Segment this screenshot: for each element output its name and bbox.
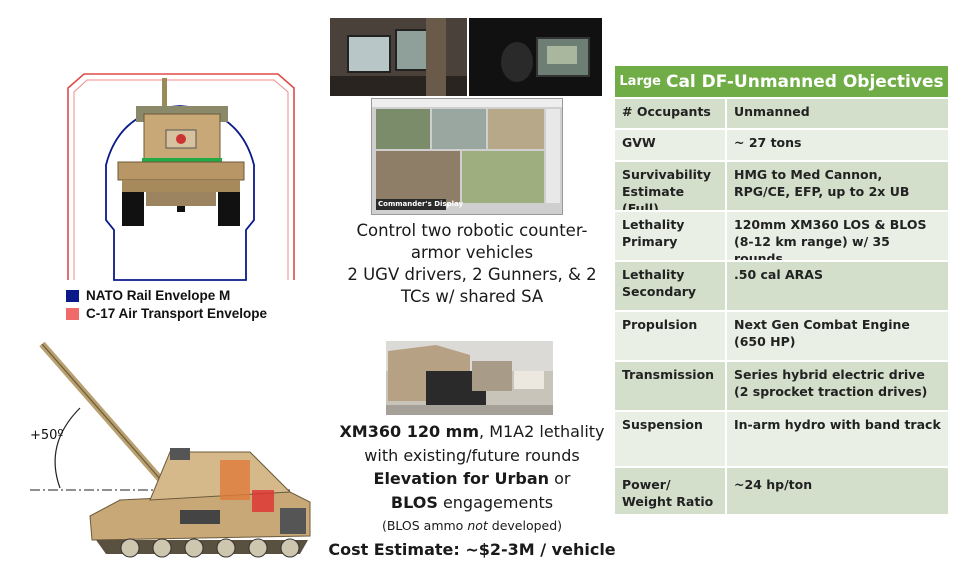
elevation-angle-label: +50º — [30, 428, 64, 443]
lethality-description: XM360 120 mm, M1A2 lethality with existi… — [322, 420, 622, 561]
legend-item-c17: C-17 Air Transport Envelope — [66, 306, 267, 321]
elevation-rest: or — [549, 469, 571, 488]
blos-bold: BLOS — [390, 492, 438, 512]
table-row: Propulsion Next Gen Combat Engine (650 H… — [615, 310, 948, 360]
row-label: # Occupants — [615, 97, 727, 128]
row-label: GVW — [615, 128, 727, 160]
row-label: Suspension — [615, 410, 727, 466]
table-row: Lethality Secondary .50 cal ARAS — [615, 260, 948, 310]
gun-elevation-diagram — [30, 341, 311, 558]
c17-envelope-inner — [73, 79, 289, 280]
title-small: Large — [619, 74, 661, 89]
vehicle-side-view — [89, 448, 311, 558]
row-value: Series hybrid electric drive (2 sprocket… — [727, 360, 948, 410]
commanders-display-label: Commander's Display — [378, 200, 464, 208]
row-label: Power/ Weight Ratio — [615, 466, 727, 514]
control-line: Control two robotic counter- — [356, 221, 588, 240]
row-label: Propulsion — [615, 310, 727, 360]
table-row: Power/ Weight Ratio ~24 hp/ton — [615, 466, 948, 514]
xm-line-3: Elevation for Urban or — [322, 467, 622, 491]
objectives-table-title: Large Cal DF-Unmanned Objectives — [615, 66, 948, 97]
row-value: Next Gen Combat Engine (650 HP) — [727, 310, 948, 360]
c17-swatch — [66, 307, 79, 320]
row-label: Lethality Primary — [615, 210, 727, 260]
table-row: # Occupants Unmanned — [615, 97, 948, 128]
gun-name: XM360 120 mm — [339, 422, 480, 441]
vehicle-photo — [386, 341, 553, 415]
vehicle-front-view — [117, 78, 245, 226]
operator-photo — [469, 18, 602, 96]
elevation-arc — [54, 407, 81, 489]
note-pre: (BLOS ammo — [381, 518, 468, 533]
transport-envelope-diagram — [67, 73, 295, 281]
elevation-bold: Elevation for Urban — [373, 469, 550, 488]
row-value: ~24 hp/ton — [727, 466, 948, 514]
table-row: Transmission Series hybrid electric driv… — [615, 360, 948, 410]
legend-label: NATO Rail Envelope M — [86, 288, 231, 303]
note-em: not — [467, 518, 488, 533]
table-row: Suspension In-arm hydro with band track — [615, 410, 948, 466]
row-value: .50 cal ARAS — [727, 260, 948, 310]
nato-swatch — [66, 289, 79, 302]
row-value: Unmanned — [727, 97, 948, 128]
table-row: GVW ~ 27 tons — [615, 128, 948, 160]
row-value: HMG to Med Cannon, RPG/CE, EFP, up to 2x… — [727, 160, 948, 210]
table-row: Survivability Estimate (Full) HMG to Med… — [615, 160, 948, 216]
row-label: Transmission — [615, 360, 727, 410]
legend-item-nato: NATO Rail Envelope M — [66, 288, 230, 303]
xm-line-1: XM360 120 mm, M1A2 lethality — [322, 420, 622, 444]
commanders-display-screenshot: Commander's Display — [371, 98, 563, 215]
control-line: TCs w/ shared SA — [400, 287, 544, 306]
table-row: Lethality Primary 120mm XM360 LOS & BLOS… — [615, 210, 948, 266]
title-big: Cal DF-Unmanned Objectives — [665, 71, 944, 92]
c17-envelope-outline — [67, 73, 295, 280]
row-value: 120mm XM360 LOS & BLOS (8-12 km range) w… — [727, 210, 948, 266]
row-value: In-arm hydro with band track — [727, 410, 948, 466]
legend-label: C-17 Air Transport Envelope — [86, 306, 268, 321]
blos-ammo-note: (BLOS ammo not developed) — [322, 514, 622, 538]
control-line: armor vehicles — [410, 243, 534, 262]
row-label: Survivability Estimate (Full) — [615, 160, 727, 216]
gun-rest: , M1A2 lethality — [479, 422, 605, 441]
blos-rest: engagements — [437, 492, 554, 512]
control-line: 2 UGV drivers, 2 Gunners, & 2 — [347, 265, 597, 284]
row-label: Lethality Secondary — [615, 260, 727, 310]
xm-line-2: with existing/future rounds — [364, 445, 580, 465]
xm-line-4: BLOS engagements — [322, 491, 622, 515]
row-value: ~ 27 tons — [727, 128, 948, 160]
note-post: developed) — [487, 518, 563, 533]
crew-station-photo — [330, 18, 467, 96]
cost-estimate: Cost Estimate: ~$2-3M / vehicle — [328, 539, 616, 559]
robotic-control-description: Control two robotic counter- armor vehic… — [322, 220, 622, 308]
